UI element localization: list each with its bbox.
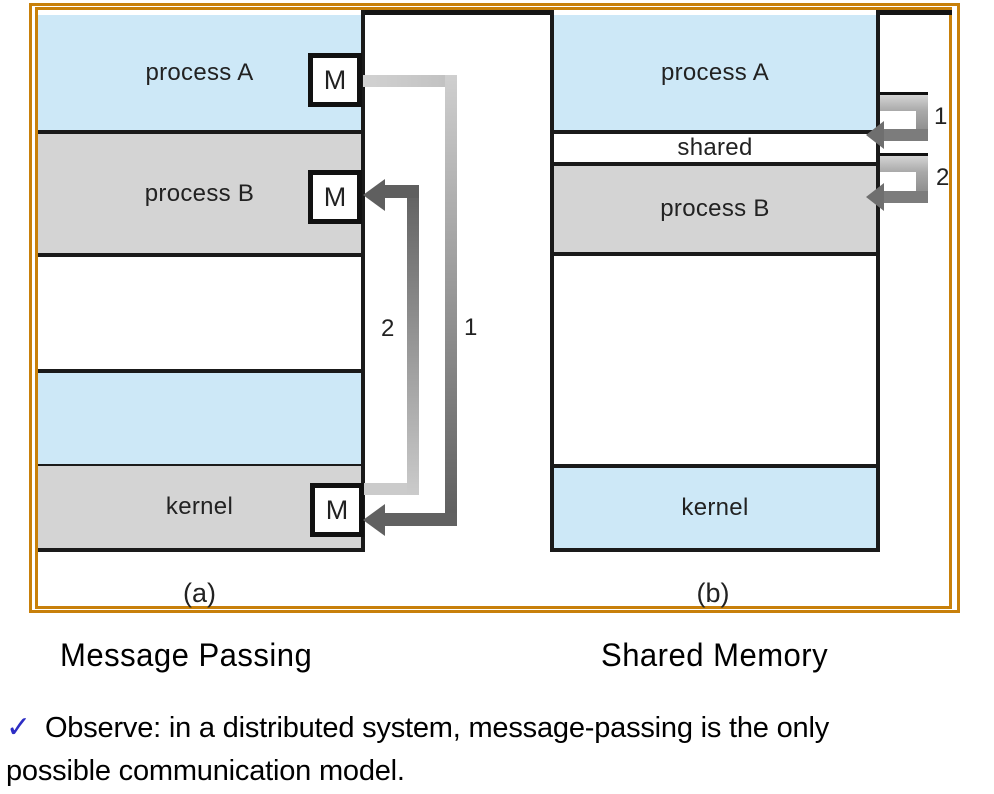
note-line-2: possible communication model. bbox=[6, 755, 405, 787]
panel-b-step-2-label: 2 bbox=[936, 164, 950, 191]
panel-a-empty-region bbox=[38, 373, 361, 464]
hook-2-top-edge bbox=[880, 153, 928, 156]
divider bbox=[554, 252, 876, 256]
panel-b-shared-label: shared bbox=[677, 134, 753, 161]
panel-a-bottom-border bbox=[38, 548, 361, 552]
panel-b-kernel-label: kernel bbox=[681, 494, 749, 521]
panel-b-title: Shared Memory bbox=[601, 637, 829, 673]
panel-a-process-b-label: process B bbox=[144, 179, 255, 207]
panel-b-shared-box: shared bbox=[554, 134, 876, 162]
hook-1-top-edge bbox=[880, 92, 928, 95]
panel-b-kernel-box: kernel bbox=[554, 468, 876, 548]
panel-b-step-1-label: 1 bbox=[934, 103, 948, 130]
arrow-2-bottom-segment bbox=[364, 483, 407, 495]
panel-b-process-a-box: process A bbox=[554, 15, 876, 130]
hook-2-vertical-segment bbox=[916, 172, 928, 195]
check-icon: ✓ bbox=[6, 711, 31, 744]
observe-note: ✓ Observe: in a distributed system, messa… bbox=[6, 706, 990, 793]
message-m-label: M bbox=[323, 181, 347, 212]
panel-a-process-a-label: process A bbox=[145, 58, 254, 86]
hook-2-arrowhead-icon bbox=[866, 183, 884, 211]
panel-b-process-b-label: process B bbox=[660, 195, 770, 222]
note-line-1: Observe: in a distributed system, messag… bbox=[44, 712, 829, 744]
figure-frame-outer bbox=[29, 3, 960, 613]
panel-a-kernel-box: kernel bbox=[38, 466, 361, 548]
panel-a-message-box-kernel: M bbox=[310, 483, 364, 537]
divider bbox=[554, 464, 876, 468]
divider bbox=[38, 369, 361, 373]
hook-2-bottom-segment bbox=[884, 191, 928, 203]
panel-a-kernel-label: kernel bbox=[165, 493, 234, 520]
panel-a-message-box-process-a: M bbox=[308, 53, 362, 107]
divider bbox=[38, 130, 361, 134]
hook-1-top-segment bbox=[880, 95, 928, 111]
hook-1-arrowhead-icon bbox=[866, 121, 884, 149]
arrow-1-bottom-segment bbox=[385, 513, 457, 526]
arrow-1-top-segment bbox=[363, 75, 445, 87]
panel-a-step-2-label: 2 bbox=[381, 315, 395, 342]
figure-top-rule bbox=[38, 10, 952, 15]
panel-b-process-a-label: process A bbox=[660, 58, 770, 86]
arrow-2-top-segment bbox=[385, 185, 419, 198]
hook-1-bottom-segment bbox=[884, 129, 928, 141]
panel-a-caption: (a) bbox=[183, 578, 216, 608]
panel-b-shared-memory: process A shared process B kernel bbox=[550, 10, 880, 552]
divider bbox=[554, 162, 876, 166]
panel-b-caption: (b) bbox=[696, 578, 730, 608]
arrow-2-arrowhead-icon bbox=[363, 179, 385, 211]
arrow-1-arrowhead-icon bbox=[363, 504, 385, 536]
arrow-2-vertical-segment bbox=[407, 185, 419, 495]
panel-a-message-box-process-b: M bbox=[308, 170, 362, 224]
panel-b-process-b-box: process B bbox=[554, 166, 876, 252]
hook-1-vertical-segment bbox=[916, 111, 928, 134]
panel-a-title: Message Passing bbox=[60, 637, 313, 673]
panel-b-bottom-border bbox=[554, 548, 876, 552]
divider bbox=[38, 253, 361, 257]
hook-2-top-segment bbox=[880, 156, 928, 172]
message-m-label: M bbox=[325, 494, 349, 525]
figure-frame-inner bbox=[35, 7, 952, 609]
arrow-1-vertical-segment bbox=[445, 75, 457, 516]
divider-thin bbox=[38, 464, 361, 466]
panel-a-process-a-box: process A bbox=[38, 15, 361, 130]
divider bbox=[554, 130, 876, 134]
panel-a-step-1-label: 1 bbox=[464, 314, 478, 341]
panel-a-process-b-box: process B bbox=[38, 134, 361, 253]
message-m-label: M bbox=[323, 64, 347, 95]
